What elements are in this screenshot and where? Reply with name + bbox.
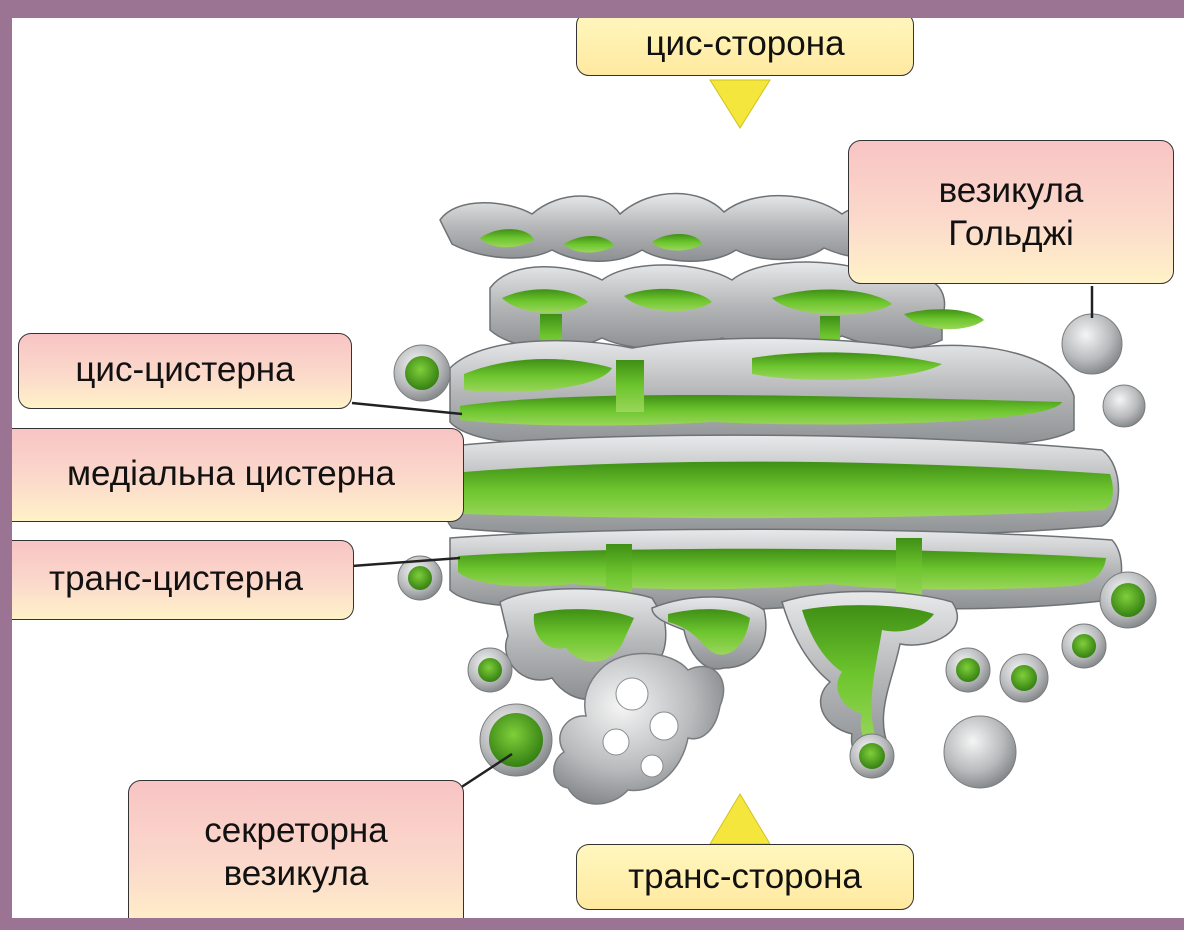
medial-cisterna-label: медіальна цистерна — [12, 428, 464, 522]
golgi-vesicle-label-line1: везикула — [849, 169, 1173, 212]
secretory-vesicle-label-line1: секреторна — [129, 809, 463, 852]
golgi-vesicle-label: везикула Гольджі — [848, 140, 1174, 284]
cis-cisterna-label: цис-цистерна — [18, 333, 352, 409]
cis-arrow — [710, 80, 770, 128]
trans-arrow — [710, 794, 770, 844]
trans-cisterna-label: транс-цистерна — [12, 540, 354, 620]
trans-side-label: транс-сторона — [576, 844, 914, 910]
secretory-vesicle-label-line2: везикула — [129, 852, 463, 895]
diagram-canvas: цис-сторона везикула Гольджі цис-цистерн… — [12, 18, 1184, 918]
cis-side-label: цис-сторона — [576, 18, 914, 76]
secretory-vesicle-label: секреторна везикула — [128, 780, 464, 918]
cis-cisterna-membrane — [450, 338, 1074, 447]
trans-budding-network — [500, 589, 957, 804]
medial-cisterna-membrane — [440, 435, 1119, 538]
golgi-vesicle-label-line2: Гольджі — [849, 212, 1173, 255]
cis-tubular-network — [440, 194, 896, 262]
